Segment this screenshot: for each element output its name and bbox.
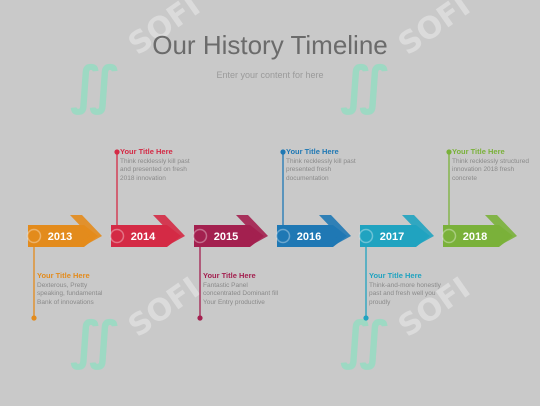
timeline-pin-2014 [114, 149, 120, 155]
timeline-node-2017 [358, 228, 374, 244]
timeline-year-2014: 2014 [131, 231, 156, 243]
timeline-pin-2016 [280, 149, 286, 155]
timeline-node-2015 [192, 228, 208, 244]
watermark-logo-icon: ∬ [70, 56, 119, 116]
timeline-year-2015: 2015 [214, 231, 238, 243]
timeline-note-title: Your Title Here [37, 271, 90, 280]
watermark-logo-icon: ∬ [70, 311, 119, 371]
timeline-node-2014 [109, 228, 125, 244]
timeline-note-body: Fantastic Panel concentrated Dominant fi… [203, 281, 279, 306]
timeline-pin-2017 [363, 315, 369, 321]
timeline-note-body: Think recklessly structured innovation 2… [452, 157, 529, 182]
timeline-note-title: Your Title Here [120, 147, 173, 156]
timeline-note-body: Think-and-more honestly past and fresh w… [369, 281, 441, 306]
watermark-logo-icon: ∬ [340, 311, 389, 371]
timeline-note-body: Dexterous, Pretty speaking, fundamental … [37, 281, 103, 306]
timeline-node-2018 [441, 228, 457, 244]
timeline-pin-2015 [197, 315, 203, 321]
timeline-node-2013 [26, 228, 42, 244]
timeline-chevron-2016 [319, 215, 351, 247]
timeline-note-title: Your Title Here [203, 271, 256, 280]
timeline-note-title: Your Title Here [286, 147, 339, 156]
timeline-year-2016: 2016 [297, 231, 321, 243]
timeline-chevron-2013 [70, 215, 102, 247]
timeline-chevron-2018 [485, 215, 517, 247]
timeline-year-2013: 2013 [48, 231, 72, 243]
timeline-year-2018: 2018 [463, 231, 487, 243]
timeline-year-2017: 2017 [380, 231, 404, 243]
timeline-chevron-2014 [153, 215, 185, 247]
timeline-note-body: Think recklessly kill past and presented… [120, 157, 190, 182]
watermark-logo-icon: ∬ [340, 56, 389, 116]
timeline-chevron-2015 [236, 215, 268, 247]
timeline-pin-2018 [446, 149, 452, 155]
timeline-note-body: Think recklessly kill past presented fre… [286, 157, 356, 182]
timeline-note-title: Your Title Here [452, 147, 505, 156]
slide-title: Our History Timeline [152, 30, 388, 60]
timeline-chevron-2017 [402, 215, 434, 247]
timeline-note-title: Your Title Here [369, 271, 422, 280]
timeline-node-2016 [275, 228, 291, 244]
timeline-pin-2013 [31, 315, 37, 321]
slide-subtitle: Enter your content for here [216, 70, 324, 80]
